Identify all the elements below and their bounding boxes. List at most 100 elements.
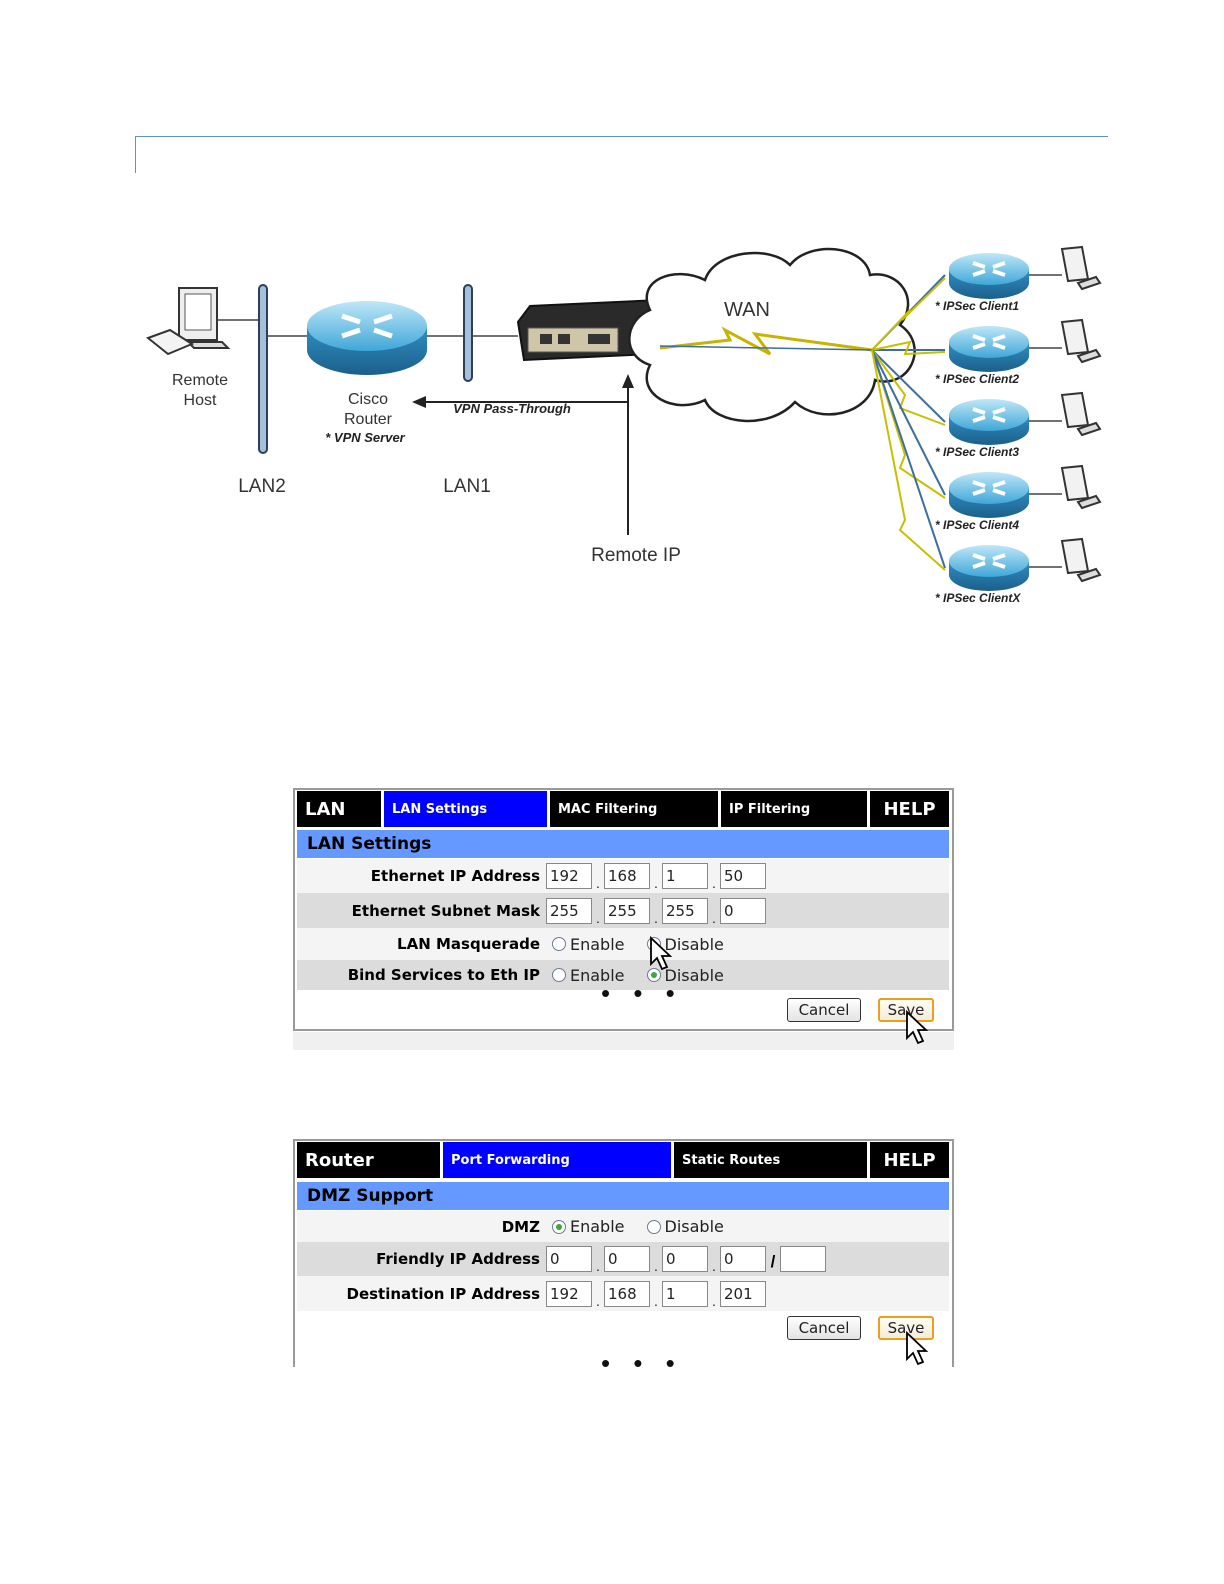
header-rule-tick xyxy=(135,136,136,173)
tab-port-forwarding[interactable]: Port Forwarding xyxy=(443,1142,674,1178)
destination-ip-row: Destination IP Address . . . xyxy=(297,1276,949,1311)
radio-label: Disable xyxy=(664,934,724,954)
lan-button-bar: Cancel Save xyxy=(297,994,949,1028)
tab-help[interactable]: HELP xyxy=(870,1142,949,1178)
radio-label: Disable xyxy=(664,965,724,985)
ipsec-clients: * IPSec Client1* IPSec Client2* IPSec Cl… xyxy=(935,245,1102,605)
friendly-ip-octet-2[interactable] xyxy=(604,1246,650,1272)
client-pc-icon xyxy=(1060,391,1102,437)
dmz-row: DMZ Enable Disable xyxy=(297,1211,949,1242)
friendly-ip-octet-4[interactable] xyxy=(720,1246,766,1272)
tab-lan[interactable]: LAN xyxy=(297,791,384,827)
radio-circle-icon xyxy=(552,968,566,982)
radio-label: Enable xyxy=(570,1217,625,1236)
cisco-router-label-1: Cisco xyxy=(348,391,388,408)
lan-masquerade-label: LAN Masquerade xyxy=(397,935,540,953)
client-pc-icon xyxy=(1060,245,1102,291)
ellipsis: • • • xyxy=(601,1348,683,1378)
ethernet-ip-label: Ethernet IP Address xyxy=(370,867,540,885)
cancel-button[interactable]: Cancel xyxy=(787,998,861,1022)
friendly-ip-octet-1[interactable] xyxy=(546,1246,592,1272)
bind-services-row: Bind Services to Eth IP Enable Disable xyxy=(297,960,949,990)
tab-router[interactable]: Router xyxy=(297,1142,443,1178)
router-tab-bar: Router Port Forwarding Static Routes HEL… xyxy=(297,1142,949,1178)
subnet-mask-octet-4[interactable] xyxy=(720,897,766,924)
friendly-ip-octet-3[interactable] xyxy=(662,1246,708,1272)
lan-masquerade-row: LAN Masquerade Enable Disable xyxy=(297,928,949,960)
ipsec-client-label: * IPSec ClientX xyxy=(935,591,1021,605)
destination-ip-octet-3[interactable] xyxy=(662,1280,708,1307)
subnet-mask-octet-3[interactable] xyxy=(662,897,708,924)
remote-ip-label: Remote IP xyxy=(591,545,681,566)
client-pc-icon xyxy=(1060,537,1102,583)
destination-ip-field: . . . xyxy=(546,1280,766,1308)
cisco-router-icon xyxy=(307,301,427,375)
cancel-button[interactable]: Cancel xyxy=(787,1316,861,1340)
friendly-ip-mask[interactable] xyxy=(780,1246,826,1272)
remote-host-computer-icon xyxy=(145,287,231,356)
friendly-ip-label: Friendly IP Address xyxy=(376,1250,540,1268)
dmz-enable-radio[interactable]: Enable xyxy=(552,1217,625,1236)
tab-help[interactable]: HELP xyxy=(870,791,949,827)
destination-ip-octet-1[interactable] xyxy=(546,1280,592,1307)
lan-tab-bar: LAN LAN Settings MAC Filtering IP Filter… xyxy=(297,791,949,827)
client-pc-icon xyxy=(1060,318,1102,364)
save-button[interactable]: Save xyxy=(878,1316,934,1340)
dmz-disable-radio[interactable]: Disable xyxy=(646,1217,724,1236)
subnet-mask-octet-1[interactable] xyxy=(546,897,592,924)
save-button[interactable]: Save xyxy=(878,998,934,1022)
lan2-bus xyxy=(258,284,268,454)
ethernet-ip-octet-4[interactable] xyxy=(720,863,766,889)
vpn-server-label: * VPN Server xyxy=(325,430,405,445)
radio-circle-icon xyxy=(646,1219,661,1234)
ipsec-client-label: * IPSec Client1 xyxy=(935,299,1019,313)
ethernet-ip-octet-2[interactable] xyxy=(604,863,650,889)
subnet-mask-octet-2[interactable] xyxy=(604,897,650,924)
ipsec-client-3: * IPSec Client3 xyxy=(935,391,1102,459)
dmz-settings-panel: Router Port Forwarding Static Routes HEL… xyxy=(293,1139,954,1378)
tab-ip-filtering[interactable]: IP Filtering xyxy=(721,791,870,827)
radio-circle-icon xyxy=(552,937,566,951)
tab-mac-filtering[interactable]: MAC Filtering xyxy=(550,791,721,827)
remote-host-label-1: Remote xyxy=(172,372,228,389)
client-router-icon xyxy=(949,472,1029,518)
friendly-ip-field: . . . / xyxy=(546,1246,826,1273)
ipsec-client-2: * IPSec Client2 xyxy=(935,318,1102,386)
lan2-label: LAN2 xyxy=(238,476,286,497)
header-rule xyxy=(135,136,1108,137)
radio-label: Disable xyxy=(664,1217,724,1236)
mouse-cursor-icon xyxy=(906,1010,929,1045)
bind-services-enable-radio[interactable]: Enable xyxy=(552,966,625,985)
lan-masquerade-enable-radio[interactable]: Enable xyxy=(552,935,625,954)
ethernet-ip-octet-3[interactable] xyxy=(662,863,708,889)
ipsec-client-4: * IPSec Client4 xyxy=(935,464,1102,532)
subnet-mask-row: Ethernet Subnet Mask . . . xyxy=(297,893,949,928)
ipsec-client-5: * IPSec ClientX xyxy=(935,537,1102,605)
cisco-router-label-2: Router xyxy=(344,411,393,428)
destination-ip-label: Destination IP Address xyxy=(346,1284,541,1303)
lan-settings-panel: LAN LAN Settings MAC Filtering IP Filter… xyxy=(293,788,954,1050)
section-title: LAN Settings xyxy=(297,830,949,858)
client-router-icon xyxy=(949,326,1029,372)
destination-ip-octet-4[interactable] xyxy=(720,1280,766,1307)
radio-circle-icon xyxy=(552,1219,566,1234)
lan1-bus xyxy=(463,284,473,382)
lan1-label: LAN1 xyxy=(443,476,491,497)
destination-ip-octet-2[interactable] xyxy=(604,1280,650,1307)
tab-static-routes[interactable]: Static Routes xyxy=(674,1142,870,1178)
ethernet-ip-octet-1[interactable] xyxy=(546,863,592,889)
client-pc-icon xyxy=(1060,464,1102,510)
bind-services-disable-radio[interactable]: Disable xyxy=(646,965,724,985)
mouse-cursor-icon xyxy=(650,936,673,971)
friendly-ip-row: Friendly IP Address . . . / xyxy=(297,1242,949,1276)
client-router-icon xyxy=(949,399,1029,445)
dmz-label: DMZ xyxy=(501,1217,540,1236)
mouse-cursor-icon xyxy=(906,1331,929,1366)
dmz-button-bar: Cancel Save xyxy=(297,1311,949,1351)
client-router-icon xyxy=(949,545,1029,591)
client-router-icon xyxy=(949,253,1029,299)
ipsec-client-label: * IPSec Client4 xyxy=(935,518,1019,532)
subnet-mask-label: Ethernet Subnet Mask xyxy=(351,901,540,920)
ethernet-ip-field: . . . xyxy=(546,863,766,890)
tab-lan-settings[interactable]: LAN Settings xyxy=(384,791,550,827)
